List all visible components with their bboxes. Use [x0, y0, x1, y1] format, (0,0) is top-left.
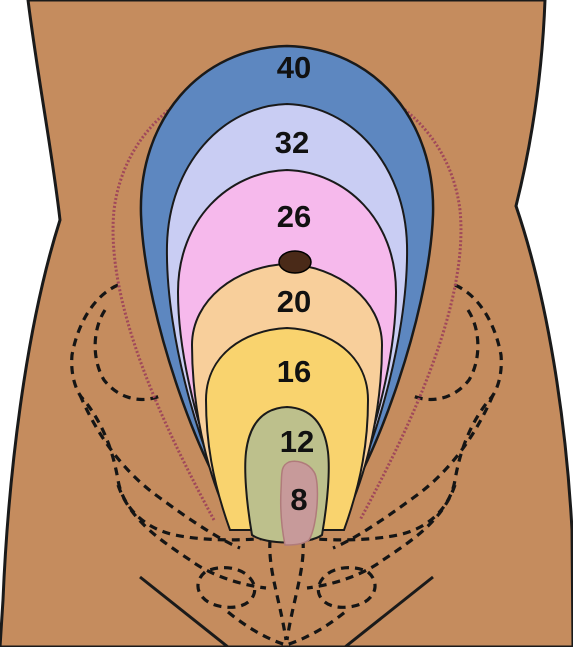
week-label-8: 8 [290, 482, 307, 517]
week-label-26: 26 [277, 199, 311, 234]
week-label-12: 12 [280, 424, 314, 459]
umbilicus [279, 251, 311, 273]
week-label-32: 32 [275, 125, 309, 160]
week-label-20: 20 [277, 284, 311, 319]
week-label-40: 40 [277, 50, 311, 85]
week-label-16: 16 [277, 354, 311, 389]
